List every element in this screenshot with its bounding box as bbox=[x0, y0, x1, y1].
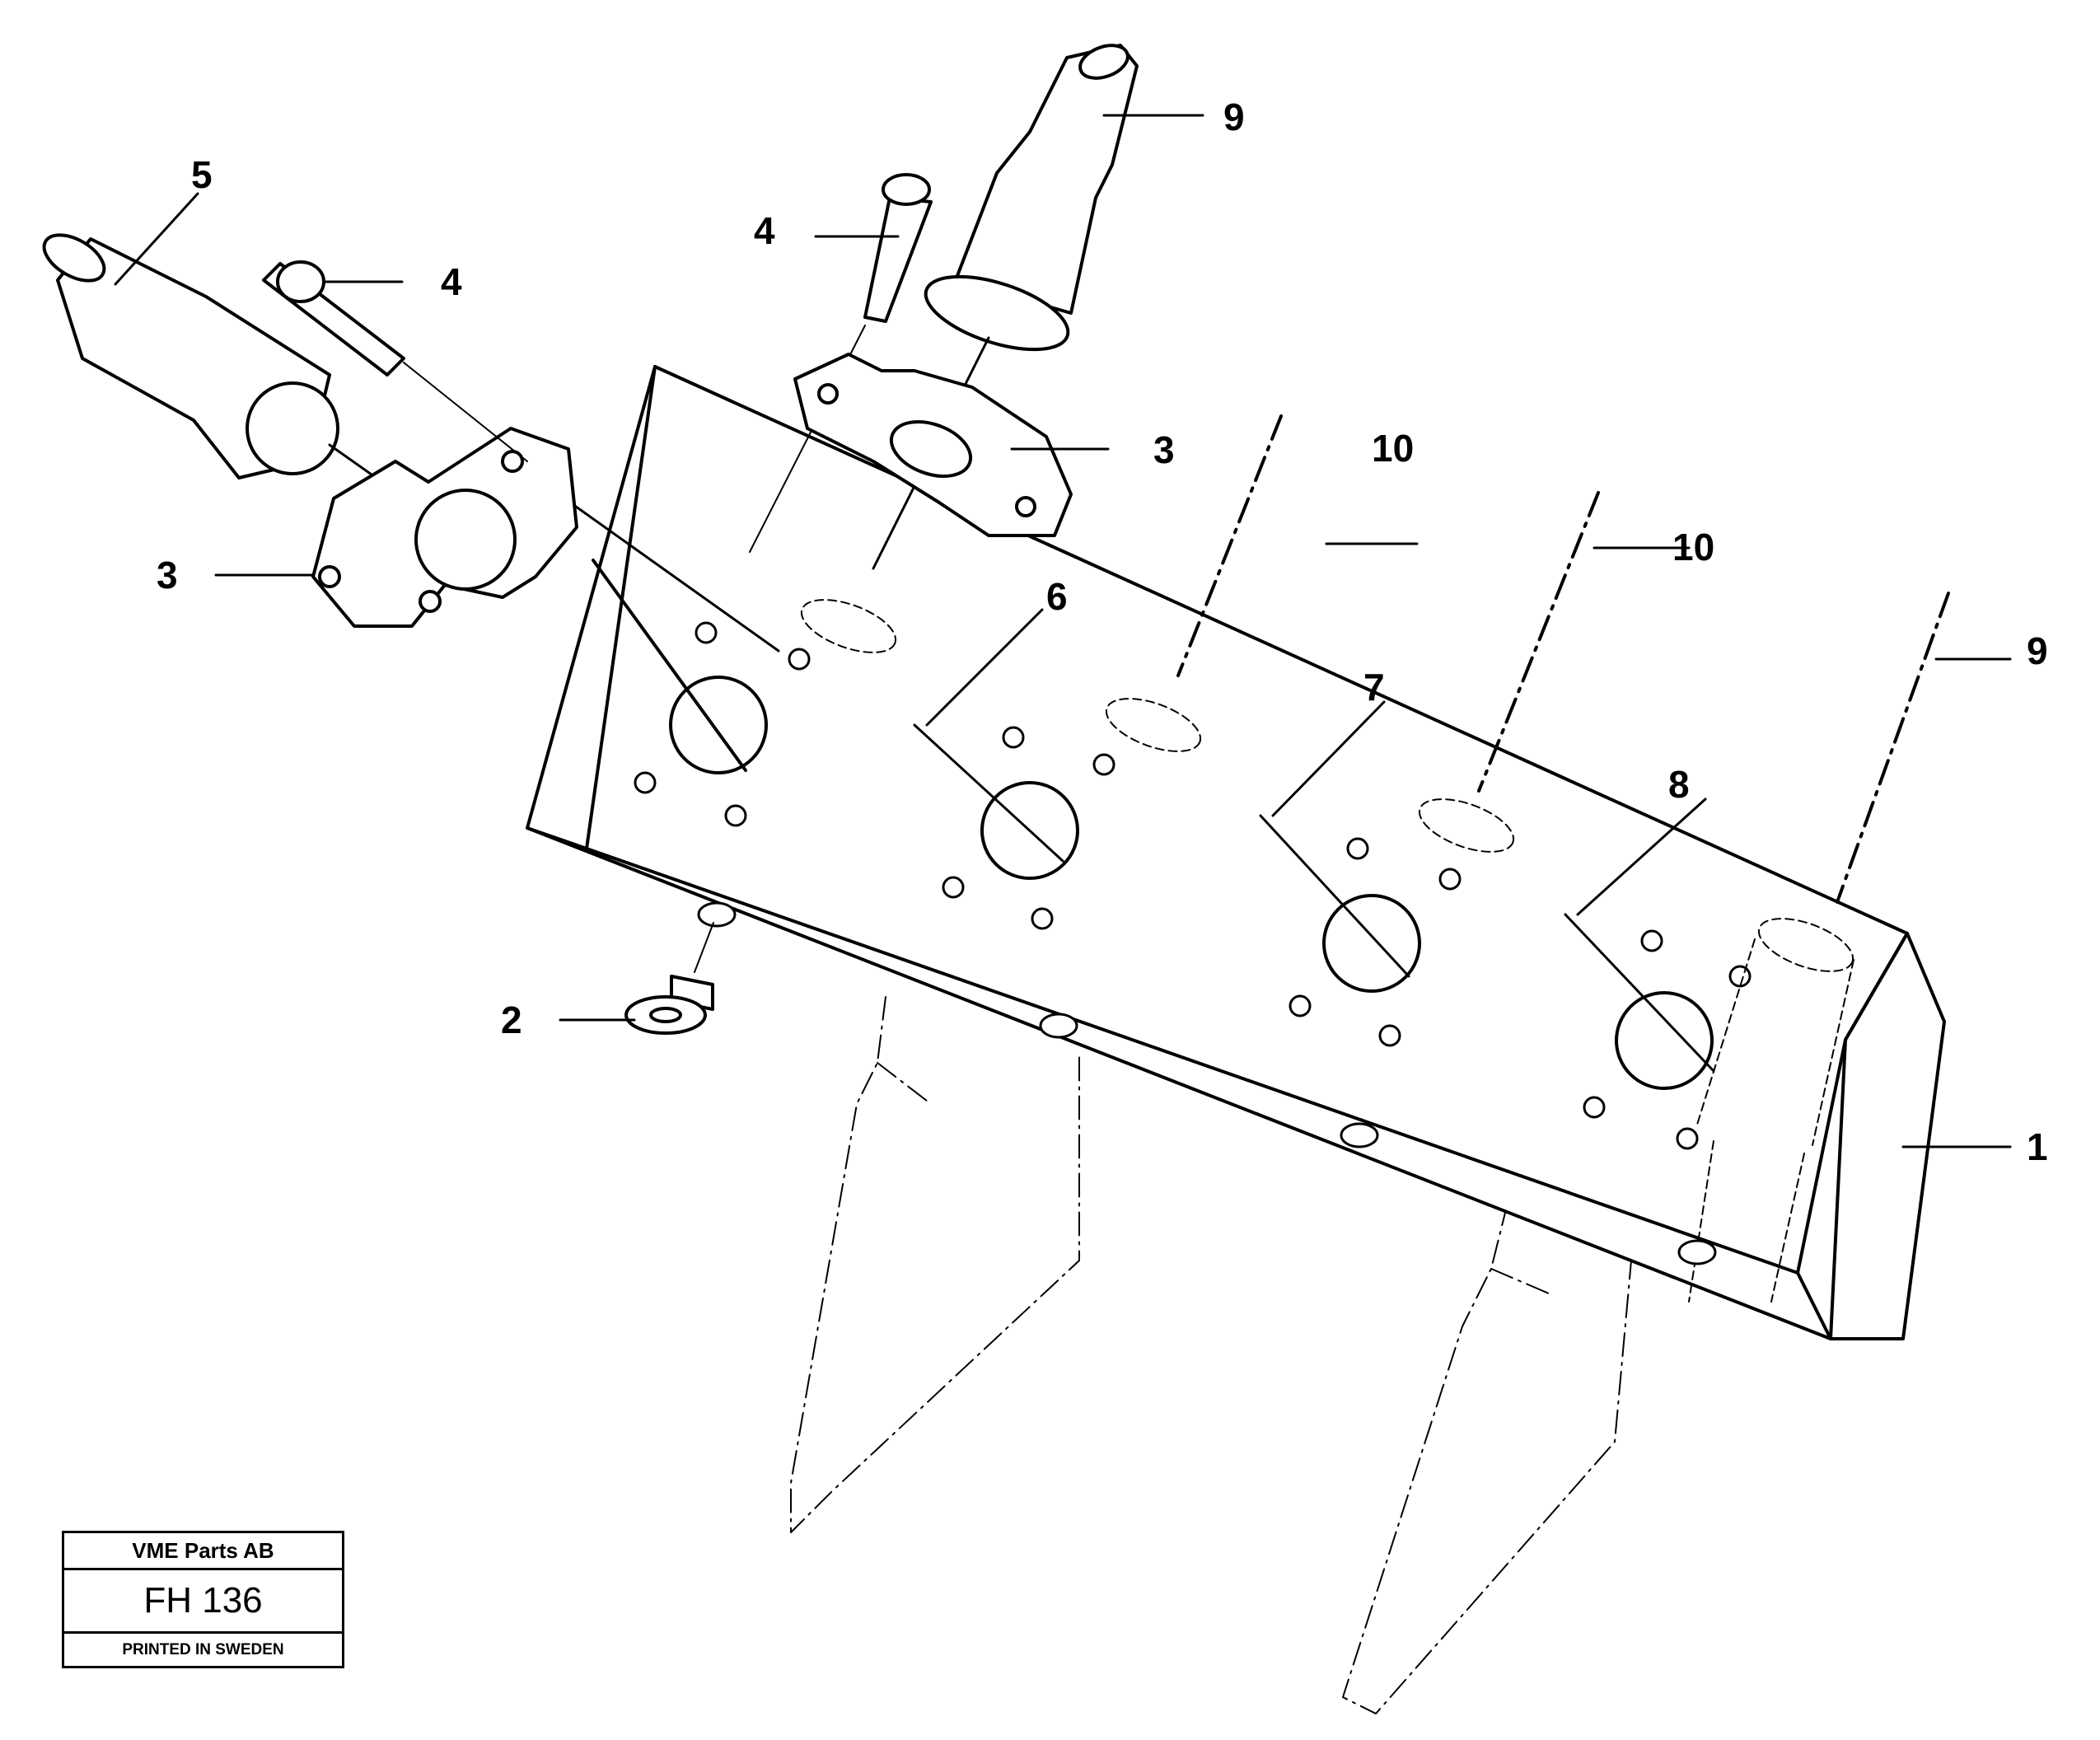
side-ports bbox=[697, 901, 1717, 1265]
callout-9-right: 9 bbox=[2027, 629, 2048, 672]
callout-10-top: 10 bbox=[1372, 427, 1414, 470]
leader-lines bbox=[114, 114, 2012, 1148]
callout-10-mid: 10 bbox=[1672, 526, 1714, 568]
callout-3-right: 3 bbox=[1153, 428, 1175, 471]
center-lines bbox=[1176, 414, 1950, 904]
stamp-company: VME Parts AB bbox=[64, 1533, 342, 1570]
left-clamp bbox=[311, 427, 578, 628]
callout-4-left: 4 bbox=[441, 260, 462, 303]
callout-6: 6 bbox=[1046, 575, 1068, 618]
bracket-right bbox=[1342, 1202, 1632, 1714]
callout-2: 2 bbox=[501, 999, 522, 1041]
callout-7: 7 bbox=[1363, 666, 1385, 709]
callout-5: 5 bbox=[191, 153, 213, 196]
bracket-left bbox=[790, 996, 1080, 1533]
bolt-holes bbox=[634, 621, 1752, 1150]
block-body bbox=[526, 365, 1946, 1340]
callout-1: 1 bbox=[2027, 1125, 2048, 1168]
top-pipe bbox=[872, 44, 1139, 570]
left-pipe bbox=[42, 233, 780, 652]
title-stamp: VME Parts AB FH 136 PRINTED IN SWEDEN bbox=[62, 1531, 344, 1668]
left-bolt bbox=[262, 260, 528, 462]
plug bbox=[624, 922, 714, 1035]
callout-8: 8 bbox=[1668, 763, 1690, 806]
callout-4-right: 4 bbox=[754, 209, 775, 252]
callout-3-left: 3 bbox=[157, 554, 178, 596]
top-clamp bbox=[793, 353, 1073, 537]
hidden-openings bbox=[800, 599, 1854, 1303]
callout-9-top: 9 bbox=[1223, 96, 1245, 138]
stamp-printed: PRINTED IN SWEDEN bbox=[122, 1641, 284, 1658]
stamp-code: FH 136 bbox=[64, 1570, 342, 1634]
